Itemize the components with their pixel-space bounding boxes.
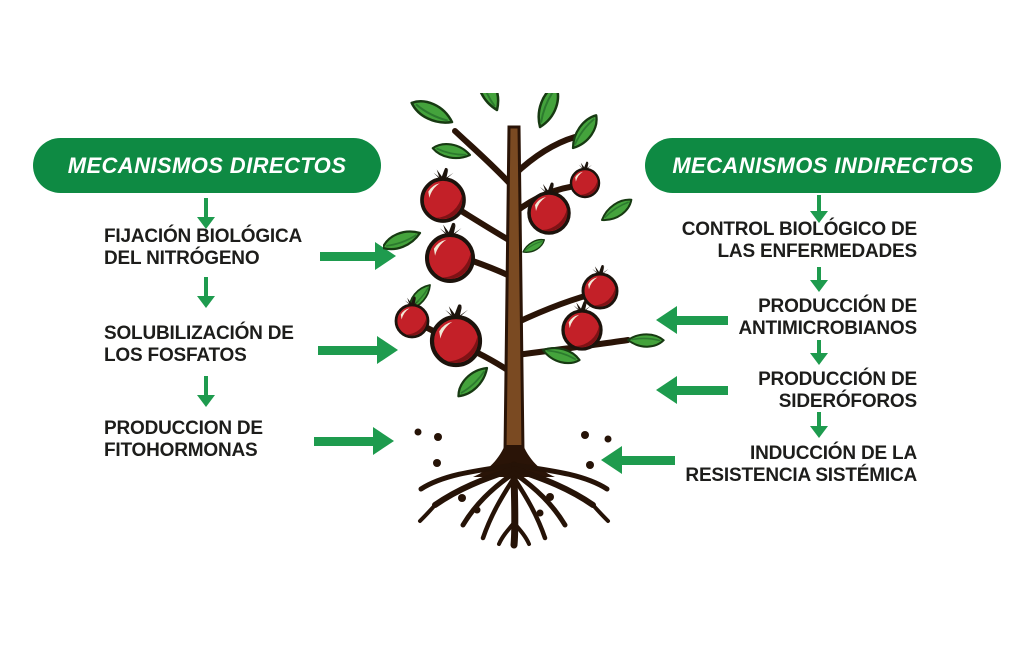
header-mecanismos-directos: MECANISMOS DIRECTOS — [33, 138, 381, 193]
arrow-right-icon — [318, 336, 398, 364]
arrow-left-icon — [656, 376, 728, 404]
arrow-left-icon — [656, 306, 728, 334]
label-produccion-fitohormonas: PRODUCCION DE FITOHORMONAS — [104, 418, 263, 461]
header-mecanismos-indirectos: MECANISMOS INDIRECTOS — [645, 138, 1001, 193]
label-fijacion-biologica: FIJACIÓN BIOLÓGICA DEL NITRÓGENO — [104, 226, 303, 269]
soil-dots — [414, 428, 612, 517]
label-induccion-resistencia: INDUCCIÓN DE LA RESISTENCIA SISTÉMICA — [685, 443, 917, 486]
header-label: MECANISMOS DIRECTOS — [67, 152, 347, 178]
label-control-biologico: CONTROL BIOLÓGICO DE LAS ENFERMEDADES — [681, 219, 917, 262]
plant-trunk — [503, 125, 525, 455]
arrow-left-icon — [601, 446, 675, 474]
arrow-right-icon — [314, 427, 394, 455]
arrow-down-icon — [197, 277, 215, 308]
tomato-plant-illustration — [383, 93, 665, 549]
label-produccion-sideroforos: PRODUCCIÓN DE SIDERÓFOROS — [758, 369, 917, 412]
plant-roots — [414, 428, 612, 549]
arrow-down-icon — [810, 267, 828, 292]
arrow-down-icon — [810, 412, 828, 438]
label-produccion-antimicrobianos: PRODUCCIÓN DE ANTIMICROBIANOS — [738, 296, 917, 339]
arrow-down-icon — [810, 195, 828, 223]
header-label: MECANISMOS INDIRECTOS — [672, 152, 974, 178]
arrow-down-icon — [810, 340, 828, 365]
label-solubilizacion-fosfatos: SOLUBILIZACIÓN DE LOS FOSFATOS — [104, 323, 294, 366]
arrow-down-icon — [197, 198, 215, 229]
arrow-down-icon — [197, 376, 215, 407]
